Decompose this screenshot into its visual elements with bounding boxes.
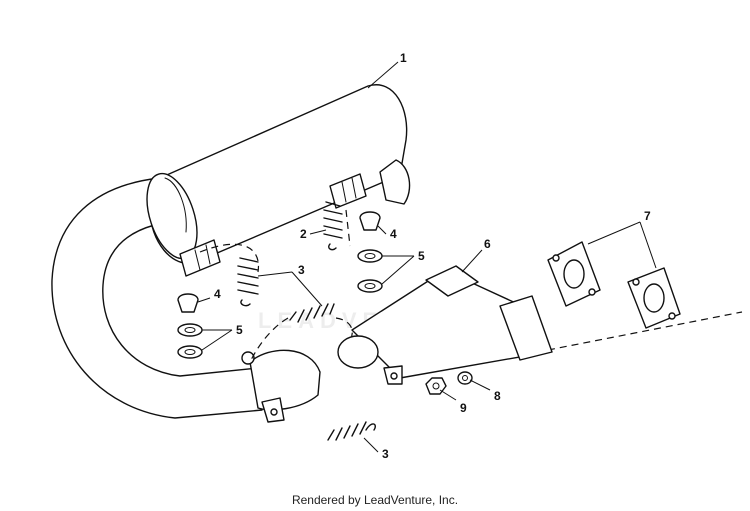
spring-part-3-lower [327, 421, 376, 441]
leader-5-left [201, 329, 233, 351]
callout-4-left: 4 [214, 287, 221, 301]
callout-7: 7 [644, 209, 651, 223]
leader-2 [309, 229, 327, 235]
washer-right-upper [357, 249, 383, 263]
muffler-assembly [51, 84, 411, 423]
header-upper-flange [425, 265, 479, 297]
inlet-hook-eye [241, 351, 255, 365]
nut-part-9 [425, 377, 447, 395]
assembly-line-gasket [547, 311, 743, 351]
washer-left-upper-hole [184, 327, 196, 333]
leader-4-right [377, 225, 387, 235]
washer-part-8-hole [462, 375, 468, 381]
gasket-right-bolt-hole-a [632, 278, 640, 286]
leader-6 [461, 249, 483, 273]
leader-3-lower [363, 437, 379, 453]
rear-mount-bracket [329, 173, 367, 209]
muffler-inlet-flare [249, 349, 321, 411]
washer-part-8 [457, 371, 473, 385]
spring-part-3-upper [237, 257, 259, 307]
grommet-left [177, 293, 199, 313]
callout-1: 1 [400, 51, 407, 65]
washer-left-lower-hole [184, 349, 196, 355]
callout-5-right: 5 [418, 249, 425, 263]
washer-right-lower-hole [364, 283, 376, 289]
gasket-left-port [563, 259, 585, 289]
exhaust-header-pipe [337, 265, 553, 385]
muffler-tail-spout [379, 159, 411, 205]
assembly-line-rear [345, 209, 351, 247]
leader-4-left [197, 297, 211, 303]
footer-credit: Rendered by LeadVenture, Inc. [291, 493, 459, 507]
leader-3-upper [257, 271, 323, 307]
callout-6: 6 [484, 237, 491, 251]
gasket-right-bolt-hole-b [668, 312, 676, 320]
spring-part-3-middle [289, 303, 335, 323]
leader-7 [587, 221, 657, 269]
assembly-line-spring [249, 317, 289, 363]
front-bracket-detail [194, 244, 211, 271]
washer-left-upper [177, 323, 203, 337]
inlet-tab-hole [270, 408, 278, 416]
callout-8: 8 [494, 389, 501, 403]
leader-1 [367, 61, 399, 89]
spring-part-2 [323, 201, 343, 251]
gasket-right-port [643, 283, 665, 313]
gasket-left-bolt-hole-b [588, 288, 596, 296]
leader-5-right [381, 255, 415, 285]
nut-part-9-hole [432, 382, 440, 390]
gasket-left-bolt-hole-a [552, 254, 560, 262]
leader-9 [439, 389, 457, 401]
muffler-cap-seam [164, 177, 187, 233]
washer-left-lower [177, 345, 203, 359]
callout-5-left: 5 [236, 323, 243, 337]
muffler-bend-pipe [51, 177, 263, 419]
rear-bracket-detail [341, 177, 357, 203]
washer-right-upper-hole [364, 253, 376, 259]
front-mount-bracket [179, 239, 221, 277]
washer-right-lower [357, 279, 383, 293]
header-tab-hole [390, 372, 398, 380]
callout-2: 2 [300, 227, 307, 241]
callout-9: 9 [460, 401, 467, 415]
callout-4-right: 4 [390, 227, 397, 241]
header-outlet-collar [337, 335, 379, 369]
header-lower-flange [499, 295, 553, 361]
callout-3-upper: 3 [298, 263, 305, 277]
grommet-right [359, 211, 381, 231]
callout-3-lower: 3 [382, 447, 389, 461]
leader-8 [469, 379, 491, 391]
